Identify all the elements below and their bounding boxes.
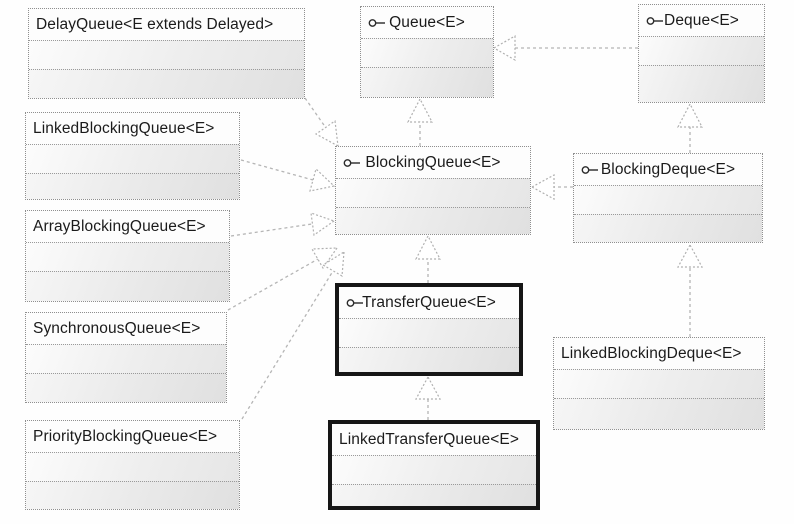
class-box-linkedblockingqueue: LinkedBlockingQueue<E>: [25, 112, 240, 200]
interface-label: Deque<E>: [664, 11, 739, 29]
interface-lollipop-icon: [343, 158, 362, 167]
methods-compartment: [26, 481, 239, 509]
fields-compartment: [336, 178, 530, 207]
class-title: PriorityBlockingQueue<E>: [26, 421, 239, 452]
interface-lollipop-icon: [368, 18, 387, 27]
interface-title: Queue<E>: [361, 7, 493, 38]
hollow-triangle-arrowhead: [314, 119, 339, 148]
methods-compartment: [336, 207, 530, 234]
arrow-blockingdeque-extends-deque: [677, 102, 703, 153]
hollow-triangle-arrowhead: [407, 97, 433, 123]
class-label: ArrayBlockingQueue<E>: [33, 217, 206, 235]
hollow-triangle-arrowhead: [676, 243, 704, 268]
methods-compartment: [26, 173, 239, 199]
class-box-delayqueue: DelayQueue<E extends Delayed>: [28, 8, 305, 99]
interface-label: BlockingQueue<E>: [365, 153, 501, 171]
class-label: PriorityBlockingQueue<E>: [33, 427, 218, 445]
class-box-linkedblockingdeque: LinkedBlockingDeque<E>: [553, 337, 765, 430]
hollow-triangle-arrowhead: [310, 212, 336, 237]
class-title: LinkedBlockingQueue<E>: [26, 113, 239, 144]
hollow-triangle-arrowhead: [310, 247, 339, 270]
methods-compartment: [26, 271, 229, 301]
fields-compartment: [332, 455, 536, 484]
arrow-linkedtransferqueue-implements-transferqueue: [414, 375, 442, 420]
arrow-linkedblockingqueue-implements-blockingqueue: [240, 159, 336, 192]
class-label: LinkedBlockingDeque<E>: [561, 344, 742, 362]
arrow-priorityblockingqueue-implements-blockingqueue: [241, 250, 345, 420]
interface-box-transferqueue: TransferQueue<E>: [335, 283, 523, 376]
interface-box-queue: Queue<E>: [360, 6, 494, 98]
arrow-delayqueue-implements-blockingqueue: [304, 97, 339, 148]
interface-box-blockingdeque: BlockingDeque<E>: [573, 153, 763, 243]
hollow-triangle-arrowhead: [530, 173, 555, 201]
hollow-triangle-arrowhead: [414, 375, 442, 400]
fields-compartment: [339, 318, 519, 347]
class-title: DelayQueue<E extends Delayed>: [29, 9, 304, 40]
arrow-blockingqueue-extends-queue: [407, 97, 433, 146]
methods-compartment: [361, 67, 493, 97]
methods-compartment: [339, 347, 519, 372]
methods-compartment: [574, 214, 762, 242]
interface-box-blockingqueue: BlockingQueue<E>: [335, 146, 531, 235]
interface-lollipop-icon: [346, 298, 365, 307]
class-title: LinkedTransferQueue<E>: [332, 424, 536, 455]
class-label: SynchronousQueue<E>: [33, 319, 201, 337]
fields-compartment: [639, 36, 764, 65]
interface-lollipop-icon: [646, 16, 665, 25]
arrow-arrayblockingqueue-implements-blockingqueue: [230, 212, 336, 237]
interface-box-deque: Deque<E>: [638, 4, 765, 103]
methods-compartment: [554, 398, 764, 429]
fields-compartment: [26, 242, 229, 271]
interface-label: Queue<E>: [389, 13, 465, 31]
arrow-synchronousqueue-implements-blockingqueue: [227, 247, 339, 311]
hollow-triangle-arrowhead: [415, 234, 441, 260]
fields-compartment: [554, 369, 764, 398]
methods-compartment: [29, 69, 304, 98]
interface-title: BlockingDeque<E>: [574, 154, 762, 185]
methods-compartment: [332, 484, 536, 506]
class-box-priorityblockingqueue: PriorityBlockingQueue<E>: [25, 420, 240, 510]
class-box-arrayblockingqueue: ArrayBlockingQueue<E>: [25, 210, 230, 302]
fields-compartment: [26, 344, 226, 373]
fields-compartment: [26, 144, 239, 173]
arrow-blockingdeque-extends-blockingqueue: [530, 173, 573, 201]
class-title: LinkedBlockingDeque<E>: [554, 338, 764, 369]
hollow-triangle-arrowhead: [677, 102, 703, 128]
fields-compartment: [29, 40, 304, 69]
class-title: SynchronousQueue<E>: [26, 313, 226, 344]
interface-label: TransferQueue<E>: [362, 293, 496, 311]
interface-title: Deque<E>: [639, 5, 764, 36]
interface-title: TransferQueue<E>: [339, 287, 519, 318]
fields-compartment: [574, 185, 762, 214]
arrow-deque-extends-queue: [492, 34, 638, 62]
interface-lollipop-icon: [581, 165, 600, 174]
fields-compartment: [361, 38, 493, 67]
interface-label: BlockingDeque<E>: [600, 160, 736, 178]
class-label: DelayQueue<E extends Delayed>: [36, 15, 274, 33]
methods-compartment: [26, 373, 226, 402]
hollow-triangle-arrowhead: [309, 167, 336, 192]
class-label: LinkedBlockingQueue<E>: [33, 119, 215, 137]
fields-compartment: [26, 452, 239, 481]
class-title: ArrayBlockingQueue<E>: [26, 211, 229, 242]
hollow-triangle-arrowhead: [492, 34, 516, 62]
arrow-linkedblockingdeque-implements-blockingdeque: [676, 243, 704, 337]
hollow-triangle-arrowhead: [321, 250, 345, 277]
methods-compartment: [639, 65, 764, 102]
arrow-transferqueue-extends-blockingqueue: [415, 234, 441, 283]
interface-title: BlockingQueue<E>: [336, 147, 530, 178]
class-label: LinkedTransferQueue<E>: [339, 430, 519, 448]
class-box-synchronousqueue: SynchronousQueue<E>: [25, 312, 227, 403]
class-box-linkedtransferqueue: LinkedTransferQueue<E>: [328, 420, 540, 510]
